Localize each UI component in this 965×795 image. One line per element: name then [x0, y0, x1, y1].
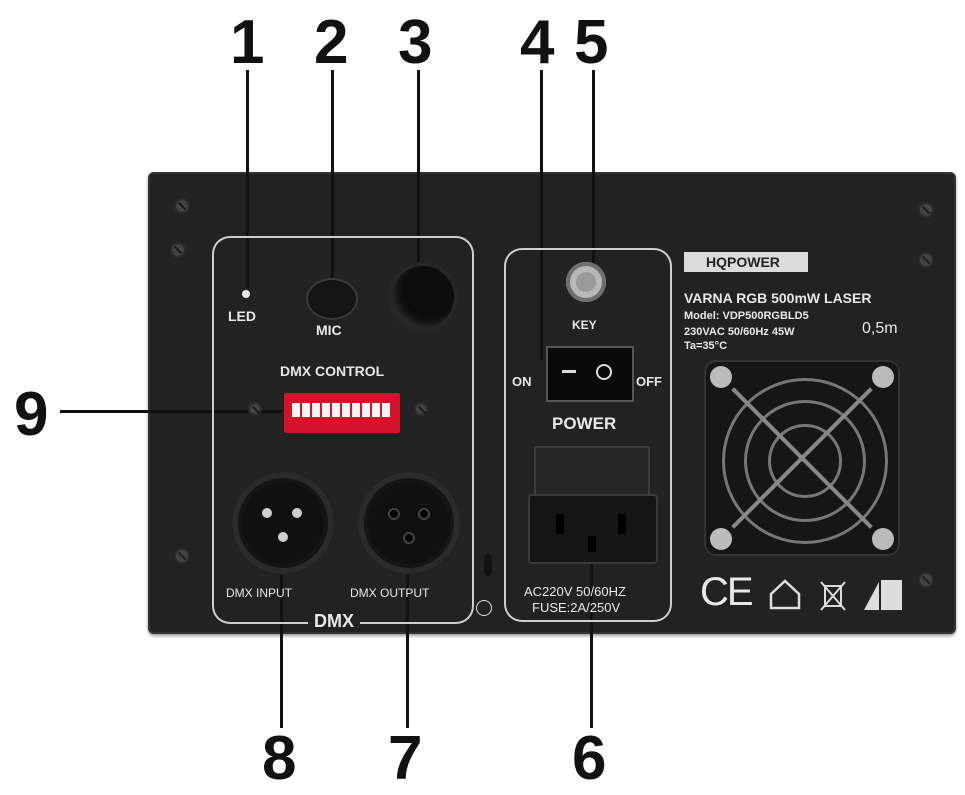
- screw-icon: [174, 198, 190, 214]
- screw-icon: [414, 402, 428, 416]
- key-label: KEY: [572, 318, 597, 332]
- ac-rating-label: AC220V 50/60HZ: [524, 584, 626, 599]
- dmx-output-label: DMX OUTPUT: [350, 586, 430, 600]
- callout-3: 3: [398, 8, 433, 77]
- power-rocker-switch[interactable]: [546, 346, 634, 402]
- callout-6: 6: [572, 724, 607, 793]
- screw-icon: [918, 252, 934, 268]
- read-manual-icon: [860, 574, 906, 614]
- led-indicator: [242, 290, 250, 298]
- callout-8: 8: [262, 724, 297, 793]
- iec-power-socket[interactable]: [528, 494, 658, 564]
- leader-line-1: [246, 70, 249, 288]
- cooling-fan: [704, 360, 900, 556]
- dip-switch[interactable]: [284, 393, 400, 433]
- leader-line-2: [331, 70, 334, 282]
- dmx-input-label: DMX INPUT: [226, 586, 292, 600]
- dmx-control-label: DMX CONTROL: [276, 363, 389, 379]
- callout-9: 9: [14, 380, 49, 449]
- dmx-output-connector[interactable]: [358, 472, 460, 574]
- ta-line: Ta=35°C: [684, 340, 728, 352]
- leader-line-7: [406, 560, 409, 728]
- on-label: ON: [512, 374, 532, 389]
- mic-sensor: [306, 278, 358, 320]
- dmx-input-connector[interactable]: [232, 472, 334, 574]
- callout-2: 2: [314, 8, 349, 77]
- leader-line-8: [280, 560, 283, 728]
- callout-4: 4: [520, 8, 555, 77]
- model-line: Model: VDP500RGBLD5: [684, 310, 809, 322]
- key-switch[interactable]: [566, 262, 606, 302]
- dmx-label: DMX: [308, 611, 360, 632]
- fuse-holder[interactable]: [534, 446, 650, 500]
- off-label: OFF: [636, 374, 662, 389]
- screw-icon: [918, 202, 934, 218]
- power-label: POWER: [548, 414, 621, 434]
- control-box-outline: [212, 236, 474, 374]
- spec-line: 230VAC 50/60Hz 45W: [684, 326, 795, 338]
- leader-line-5: [592, 70, 595, 282]
- led-label: LED: [228, 308, 256, 324]
- sensitivity-knob[interactable]: [388, 262, 458, 332]
- weee-bin-icon: [818, 578, 848, 612]
- side-hole: [484, 554, 492, 576]
- screw-icon: [174, 548, 190, 564]
- callout-1: 1: [230, 8, 265, 77]
- leader-line-9: [60, 410, 282, 413]
- power-box-outline: [504, 248, 672, 424]
- callout-7: 7: [388, 724, 423, 793]
- leader-line-3: [417, 70, 420, 262]
- fuse-rating-label: FUSE:2A/250V: [532, 600, 621, 615]
- screw-icon: [170, 242, 186, 258]
- mic-label: MIC: [316, 322, 342, 338]
- brand-logo: HQPOWER: [684, 252, 808, 272]
- callout-5: 5: [574, 8, 609, 77]
- ground-icon: [476, 600, 492, 616]
- leader-line-4: [540, 70, 543, 360]
- leader-line-6: [590, 548, 593, 728]
- mains-box-outline: [504, 424, 672, 622]
- model-title: VARNA RGB 500mW LASER: [684, 290, 872, 306]
- screw-icon: [248, 402, 262, 416]
- ce-mark: CE: [700, 570, 754, 614]
- distance-label: 0,5m: [862, 320, 898, 337]
- indoor-use-icon: [768, 578, 802, 610]
- screw-icon: [918, 572, 934, 588]
